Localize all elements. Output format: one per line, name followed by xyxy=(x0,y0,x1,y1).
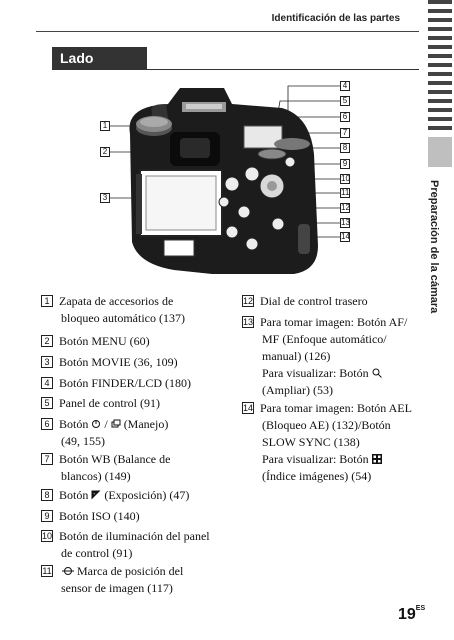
list-item-12: 12 Dial de control trasero xyxy=(242,293,368,310)
callout-3: 3 xyxy=(100,193,110,203)
item-text: Para tomar imagen: Botón AEL xyxy=(260,401,412,415)
item-number: 8 xyxy=(41,489,53,501)
item-text: Para visualizar: Botón xyxy=(262,452,369,466)
svg-text:+: + xyxy=(93,491,96,496)
list-item-3: 3 Botón MOVIE (36, 109) xyxy=(41,354,178,371)
list-item-10: 10 Botón de iluminación del panel de cont… xyxy=(41,528,210,562)
item-number: 9 xyxy=(41,510,53,522)
item-text: Botón ISO (140) xyxy=(59,509,140,523)
item-text: Botón FINDER/LCD (180) xyxy=(59,376,191,390)
callout-10: 10 xyxy=(340,174,350,184)
list-item-7: 7 Botón WB (Balance de blancos) (149) xyxy=(41,451,170,485)
magnifier-icon xyxy=(372,368,382,378)
item-number: 13 xyxy=(242,316,254,328)
callout-14: 14 xyxy=(340,232,350,242)
item-text: MF (Enfoque automático/ xyxy=(262,332,387,346)
item-text: Botón xyxy=(59,488,89,502)
section-title: Lado superior xyxy=(52,47,147,89)
self-timer-icon xyxy=(92,420,101,428)
callout-1: 1 xyxy=(100,121,110,131)
callout-6: 6 xyxy=(340,112,350,122)
item-text: de control (91) xyxy=(61,546,133,560)
list-item-14: 14 Para tomar imagen: Botón AEL (Bloqueo … xyxy=(242,400,412,485)
item-text: Panel de control (91) xyxy=(59,396,160,410)
callout-12: 12 xyxy=(340,203,350,213)
item-text: (Índice imágenes) (54) xyxy=(262,469,372,483)
list-item-13: 13 Para tomar imagen: Botón AF/ MF (Enfoq… xyxy=(242,314,407,399)
item-number: 3 xyxy=(41,356,53,368)
item-number: 4 xyxy=(41,377,53,389)
item-number: 12 xyxy=(242,295,254,307)
callout-2: 2 xyxy=(100,147,110,157)
item-number: 11 xyxy=(41,565,53,577)
item-text: Botón de iluminación del panel xyxy=(59,529,210,543)
item-text: Para tomar imagen: Botón AF/ xyxy=(260,315,408,329)
item-text: (Ampliar) (53) xyxy=(262,383,333,397)
section-rule xyxy=(52,69,419,70)
header-rule xyxy=(36,31,419,32)
item-number: 10 xyxy=(41,530,53,542)
list-item-9: 9 Botón ISO (140) xyxy=(41,508,140,525)
item-number: 2 xyxy=(41,335,53,347)
list-item-8: 8 Botón + (Exposición) (47) xyxy=(41,487,189,504)
running-header: Identificación de las partes xyxy=(271,13,400,24)
list-item-4: 4 Botón FINDER/LCD (180) xyxy=(41,375,191,392)
item-text: manual) (126) xyxy=(262,349,331,363)
list-item-11: 11 Marca de posición del sensor de image… xyxy=(41,563,183,597)
camera-illustration: 1 2 3 4 5 6 7 8 9 10 11 12 13 14 xyxy=(56,74,376,294)
callout-7: 7 xyxy=(340,128,350,138)
callout-8: 8 xyxy=(340,143,350,153)
page-number: 19ES xyxy=(398,605,426,623)
item-text: Para visualizar: Botón xyxy=(262,366,369,380)
item-text: (Bloqueo AE) (132)/Botón xyxy=(262,418,391,432)
item-text: (49, 155) xyxy=(61,434,105,448)
thumb-index-stripes xyxy=(428,0,452,135)
continuous-shooting-icon xyxy=(111,419,121,428)
callout-4: 4 xyxy=(340,81,350,91)
chapter-tab xyxy=(428,137,452,167)
item-text: sensor de imagen (117) xyxy=(61,581,173,595)
list-item-2: 2 Botón MENU (60) xyxy=(41,333,150,350)
callout-13: 13 xyxy=(340,218,350,228)
item-number: 7 xyxy=(41,453,53,465)
item-text: (Manejo) xyxy=(123,417,169,431)
list-item-1: 1 Zapata de accesorios de bloqueo automát… xyxy=(41,293,185,327)
item-text: Botón xyxy=(59,417,89,431)
camera-back-drawing xyxy=(110,85,340,274)
item-number: 5 xyxy=(41,397,53,409)
item-text: (Exposición) (47) xyxy=(104,488,190,502)
item-text: Botón WB (Balance de xyxy=(59,452,171,466)
item-number: 14 xyxy=(242,402,254,414)
item-text: blancos) (149) xyxy=(61,469,131,483)
item-text: Zapata de accesorios de xyxy=(59,294,174,308)
item-text: bloqueo automático (137) xyxy=(61,311,185,325)
item-text: Botón MENU (60) xyxy=(59,334,150,348)
item-text: Dial de control trasero xyxy=(260,294,368,308)
item-number: 6 xyxy=(41,418,53,430)
image-index-icon xyxy=(371,454,382,464)
callout-11: 11 xyxy=(340,188,350,198)
item-text: SLOW SYNC (138) xyxy=(262,435,360,449)
image-sensor-mark-icon xyxy=(62,567,74,575)
item-number: 1 xyxy=(41,295,53,307)
item-text: Marca de posición del xyxy=(77,564,184,578)
list-item-5: 5 Panel de control (91) xyxy=(41,395,160,412)
callout-9: 9 xyxy=(340,159,350,169)
callout-5: 5 xyxy=(340,96,350,106)
chapter-label: Preparación de la cámara xyxy=(428,180,440,314)
page-language-suffix: ES xyxy=(415,605,426,612)
item-text: Botón MOVIE (36, 109) xyxy=(59,355,178,369)
exposure-compensation-icon: + xyxy=(91,490,101,500)
